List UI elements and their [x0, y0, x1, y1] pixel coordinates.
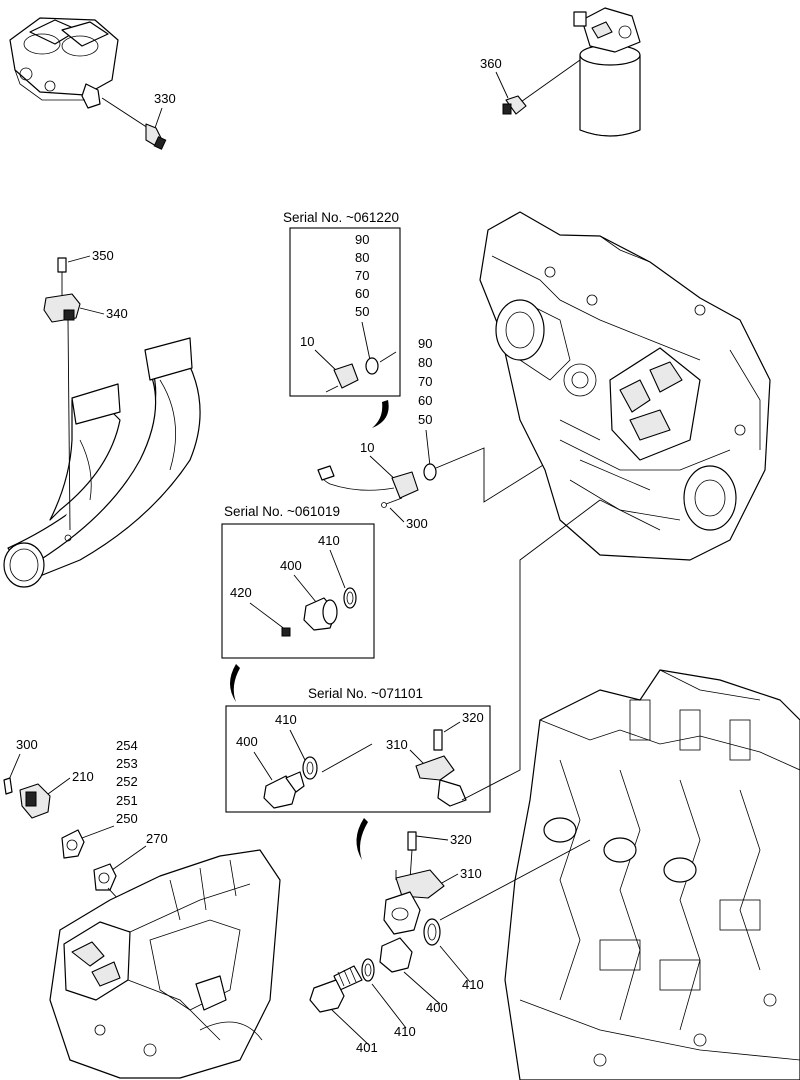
box2-parts: [249, 549, 357, 637]
box1-label-70: 70: [355, 268, 369, 283]
label-270: 270: [146, 831, 168, 846]
box3-label-310: 310: [386, 737, 408, 752]
leader-340: [79, 307, 105, 315]
box2-label-410: 410: [318, 533, 340, 548]
arrow-box3: [356, 818, 368, 860]
fuel-filter-assembly: [573, 7, 641, 137]
leader-360: [495, 71, 509, 99]
label-350: 350: [92, 248, 114, 263]
label-400: 400: [426, 1000, 448, 1015]
header-serial-061019: Serial No. ~061019: [224, 504, 340, 519]
exhaust-manifold: [3, 337, 201, 588]
box2-label-400: 400: [280, 558, 302, 573]
throttle-body-assembly: [9, 17, 119, 109]
box1-label-80: 80: [355, 250, 369, 265]
label-80: 80: [418, 355, 432, 370]
box3-label-320: 320: [462, 710, 484, 725]
label-401: 401: [356, 1040, 378, 1055]
label-410-right: 410: [462, 977, 484, 992]
label-330: 330: [154, 91, 176, 106]
leader-330: [154, 107, 163, 129]
label-410-center: 410: [394, 1024, 416, 1039]
sensor-340-bolt-350: [43, 257, 81, 531]
arrow-box1: [372, 400, 389, 428]
box3-label-410: 410: [275, 712, 297, 727]
label-320: 320: [450, 832, 472, 847]
box3-label-400: 400: [236, 734, 258, 749]
label-70: 70: [418, 374, 432, 389]
box-serial-061019: [221, 523, 375, 659]
label-300-top: 300: [406, 516, 428, 531]
label-60: 60: [418, 393, 432, 408]
arrow-box2: [230, 664, 240, 702]
label-300-bottom: 300: [16, 737, 38, 752]
label-90: 90: [418, 336, 432, 351]
flywheel-housing: [49, 849, 281, 1079]
cylinder-block: [504, 669, 800, 1080]
label-340: 340: [106, 306, 128, 321]
leader-350: [67, 255, 91, 263]
sensor-210-assembly: [3, 753, 209, 997]
sensor-360: [502, 59, 581, 115]
label-253: 253: [116, 756, 138, 771]
main-sensor-assembly: [317, 429, 597, 508]
box1-label-90: 90: [355, 232, 369, 247]
header-serial-071101: Serial No. ~071101: [308, 686, 423, 701]
box1-label-10: 10: [300, 334, 314, 349]
label-250: 250: [116, 811, 138, 826]
box2-label-420: 420: [230, 585, 252, 600]
label-251: 251: [116, 793, 138, 808]
label-210: 210: [72, 769, 94, 784]
box-serial-071101: [225, 705, 491, 813]
engine-front-housing: [479, 211, 771, 561]
box1-label-60: 60: [355, 286, 369, 301]
box1-label-50: 50: [355, 304, 369, 319]
label-252: 252: [116, 774, 138, 789]
box3-parts: [253, 499, 601, 809]
bottom-sensor-assembly: [309, 831, 591, 1047]
label-360: 360: [480, 56, 502, 71]
box-serial-061220: [289, 227, 401, 397]
sensor-330: [101, 97, 167, 150]
header-serial-061220: Serial No. ~061220: [283, 210, 399, 225]
label-10: 10: [360, 440, 374, 455]
box1-sensor: [314, 321, 397, 393]
label-310: 310: [460, 866, 482, 881]
label-50: 50: [418, 412, 432, 427]
leader-300-top: [389, 507, 405, 523]
label-254: 254: [116, 738, 138, 753]
